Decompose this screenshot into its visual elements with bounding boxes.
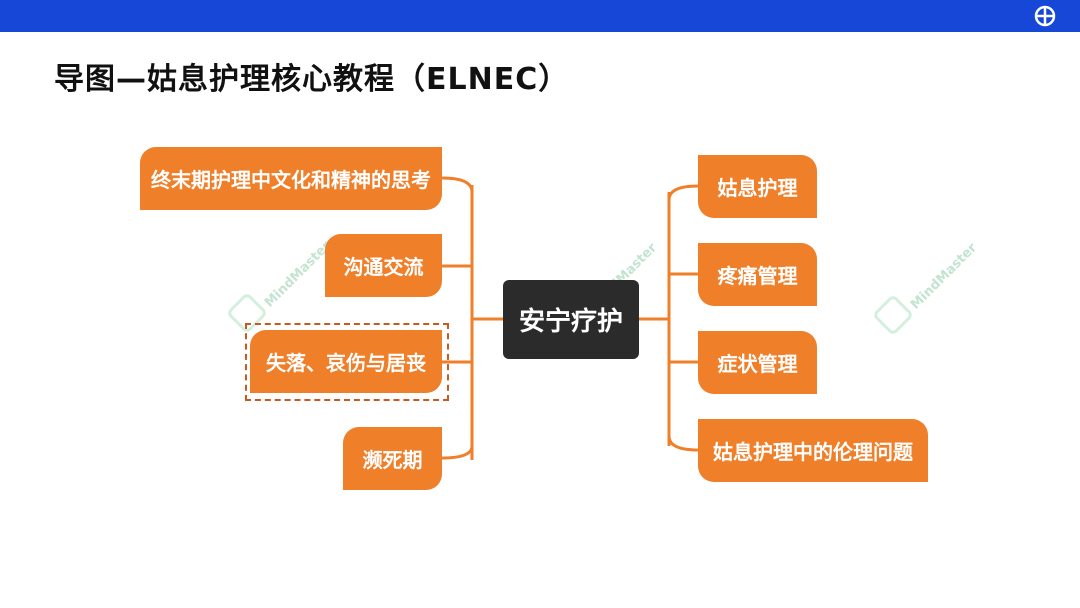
branch-node-pain-management[interactable]: 疼痛管理: [698, 243, 817, 306]
branch-node-palliative-care[interactable]: 姑息护理: [698, 155, 817, 218]
branch-node-loss-grief[interactable]: 失落、哀伤与居丧: [250, 330, 442, 393]
branch-node-communication[interactable]: 沟通交流: [325, 234, 442, 297]
branch-node-culture-spirit[interactable]: 终末期护理中文化和精神的思考: [140, 147, 442, 210]
branch-node-ethical-issues[interactable]: 姑息护理中的伦理问题: [698, 419, 928, 482]
page-title: 导图—姑息护理核心教程（ELNEC）: [54, 62, 570, 97]
selection-outline: [245, 323, 449, 401]
branch-node-dying-phase[interactable]: 濒死期: [343, 427, 442, 490]
header-bar: [0, 0, 1080, 32]
branch-node-symptom-management[interactable]: 症状管理: [698, 331, 817, 394]
crosshair-circle-icon: [1034, 5, 1056, 27]
central-topic[interactable]: 安宁疗护: [503, 280, 639, 359]
